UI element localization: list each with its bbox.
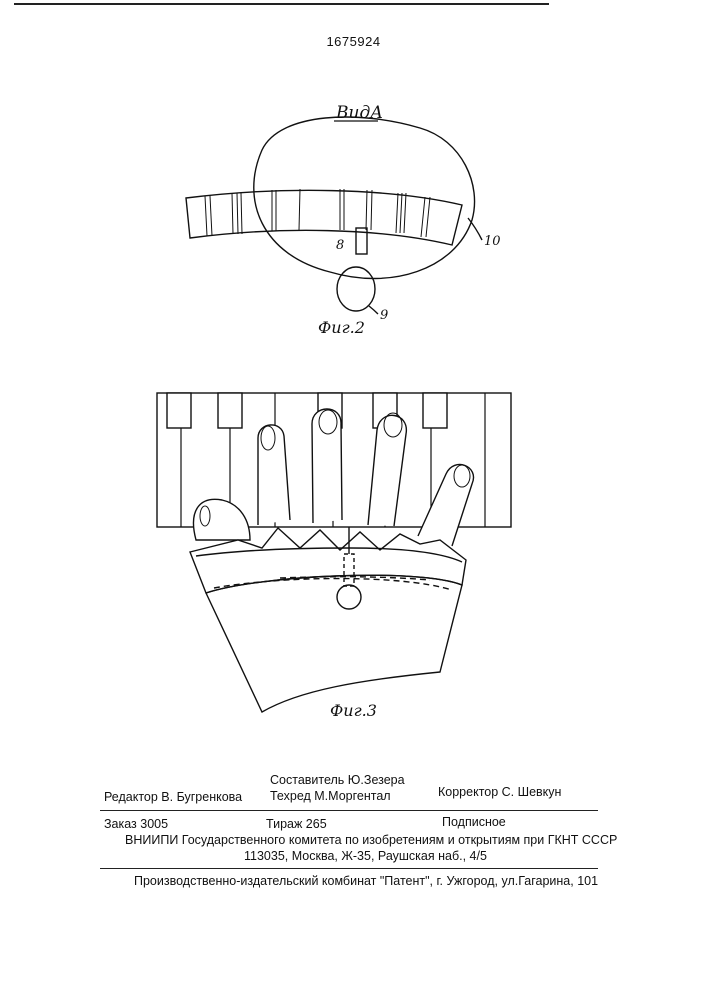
sensor-9 <box>337 267 375 311</box>
callout-10: 10 <box>484 234 501 249</box>
figure-3-drawing: Фиг.3 <box>0 360 707 740</box>
circulation: Тираж 265 <box>266 817 327 831</box>
sensor-3 <box>337 585 361 609</box>
subscription-note: Подписное <box>442 815 506 829</box>
figure-2-caption: Фиг.2 <box>318 318 365 337</box>
corrector-credit: Корректор С. Шевкун <box>438 785 561 799</box>
callout-9: 9 <box>380 308 388 323</box>
callout-8: 8 <box>336 238 344 253</box>
printer-line: Производственно-издательский комбинат "П… <box>134 874 598 888</box>
techred-credit: Техред М.Моргентал <box>270 789 391 803</box>
composer-credit: Составитель Ю.Зезера <box>270 773 405 787</box>
figure-3-caption: Фиг.3 <box>330 701 377 720</box>
publisher-address: 113035, Москва, Ж-35, Раушская наб., 4/5 <box>244 849 487 863</box>
glove-wrist <box>206 575 462 712</box>
view-a-label: ВидА <box>335 103 383 123</box>
colophon-rule-bottom <box>100 868 598 869</box>
order-number: Заказ 3005 <box>104 817 168 831</box>
publisher-organization: ВНИИПИ Государственного комитета по изоб… <box>125 833 617 847</box>
colophon-rule-top <box>100 810 598 811</box>
figure-2-drawing: ВидА 8 9 10 Фиг.2 <box>0 0 707 360</box>
editor-credit: Редактор В. Бугренкова <box>104 790 242 804</box>
